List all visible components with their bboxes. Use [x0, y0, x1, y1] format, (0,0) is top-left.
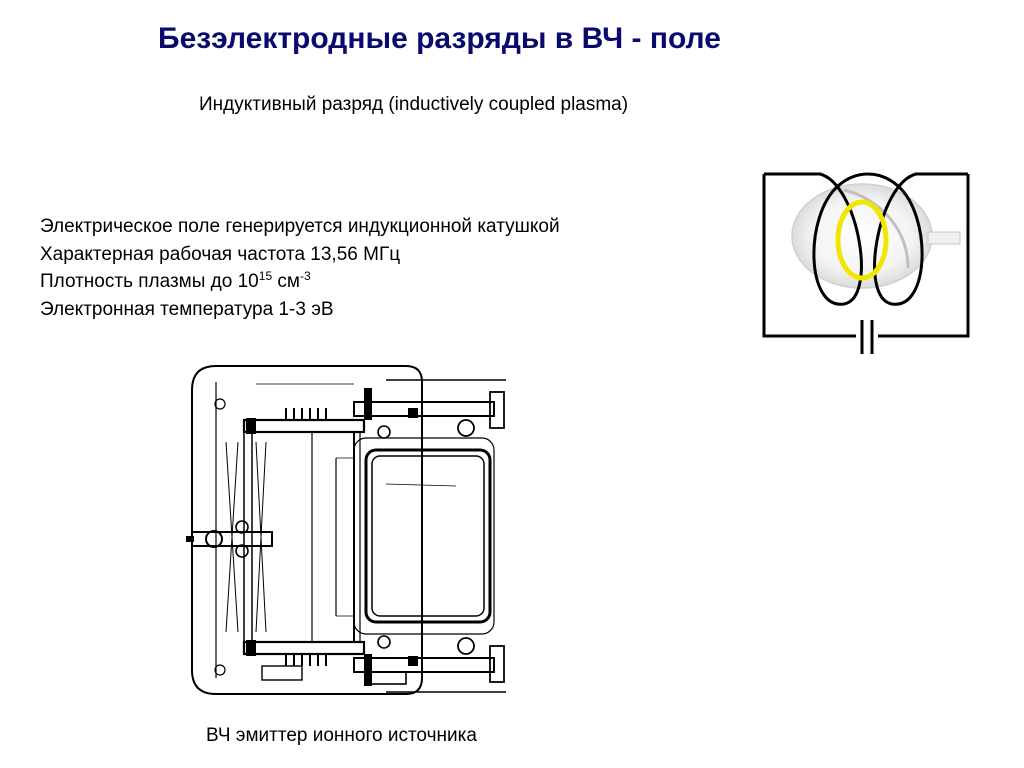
rf-emitter-drawing	[186, 365, 506, 695]
icp-coil-diagram	[762, 172, 970, 354]
figure-caption: ВЧ эмиттер ионного источника	[206, 725, 477, 746]
subtitle: Индуктивный разряд (inductively coupled …	[199, 94, 629, 115]
properties-list: Электрическое поле генерируется индукцио…	[40, 213, 560, 323]
discharge-chamber	[791, 183, 961, 289]
density-unit: см	[272, 271, 300, 292]
property-field-source: Электрическое поле генерируется индукцио…	[40, 216, 560, 237]
page-title: Безэлектродные разряды в ВЧ - поле	[158, 22, 721, 55]
plasma-ring	[835, 199, 889, 281]
unit-exponent: -3	[299, 269, 311, 283]
property-electron-temperature: Электронная температура 1-3 эВ	[40, 298, 334, 320]
capacitor-icon	[860, 320, 874, 354]
density-exponent: 15	[258, 269, 273, 283]
coil-winding	[762, 172, 970, 338]
density-text: Плотность плазмы до 10	[40, 271, 259, 292]
property-density: Плотность плазмы до 1015 см-3	[40, 268, 560, 296]
property-frequency: Характерная рабочая частота 13,56 МГц	[40, 243, 401, 265]
